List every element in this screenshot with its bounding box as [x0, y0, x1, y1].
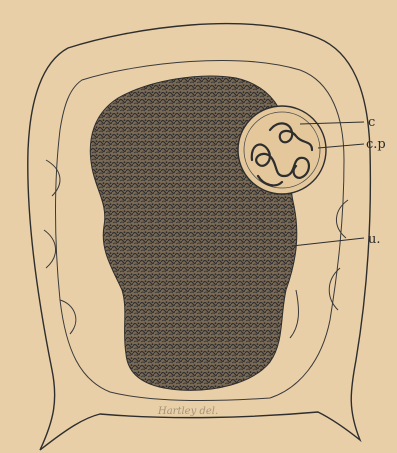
artist-signature: Hartley del. [157, 406, 218, 417]
label-u: u. [368, 232, 381, 247]
leader-line-u [292, 238, 364, 246]
fold-line-left [44, 160, 76, 334]
fold-line-right [290, 200, 348, 338]
label-cp: c.p [366, 137, 386, 152]
label-c: c [368, 115, 375, 130]
